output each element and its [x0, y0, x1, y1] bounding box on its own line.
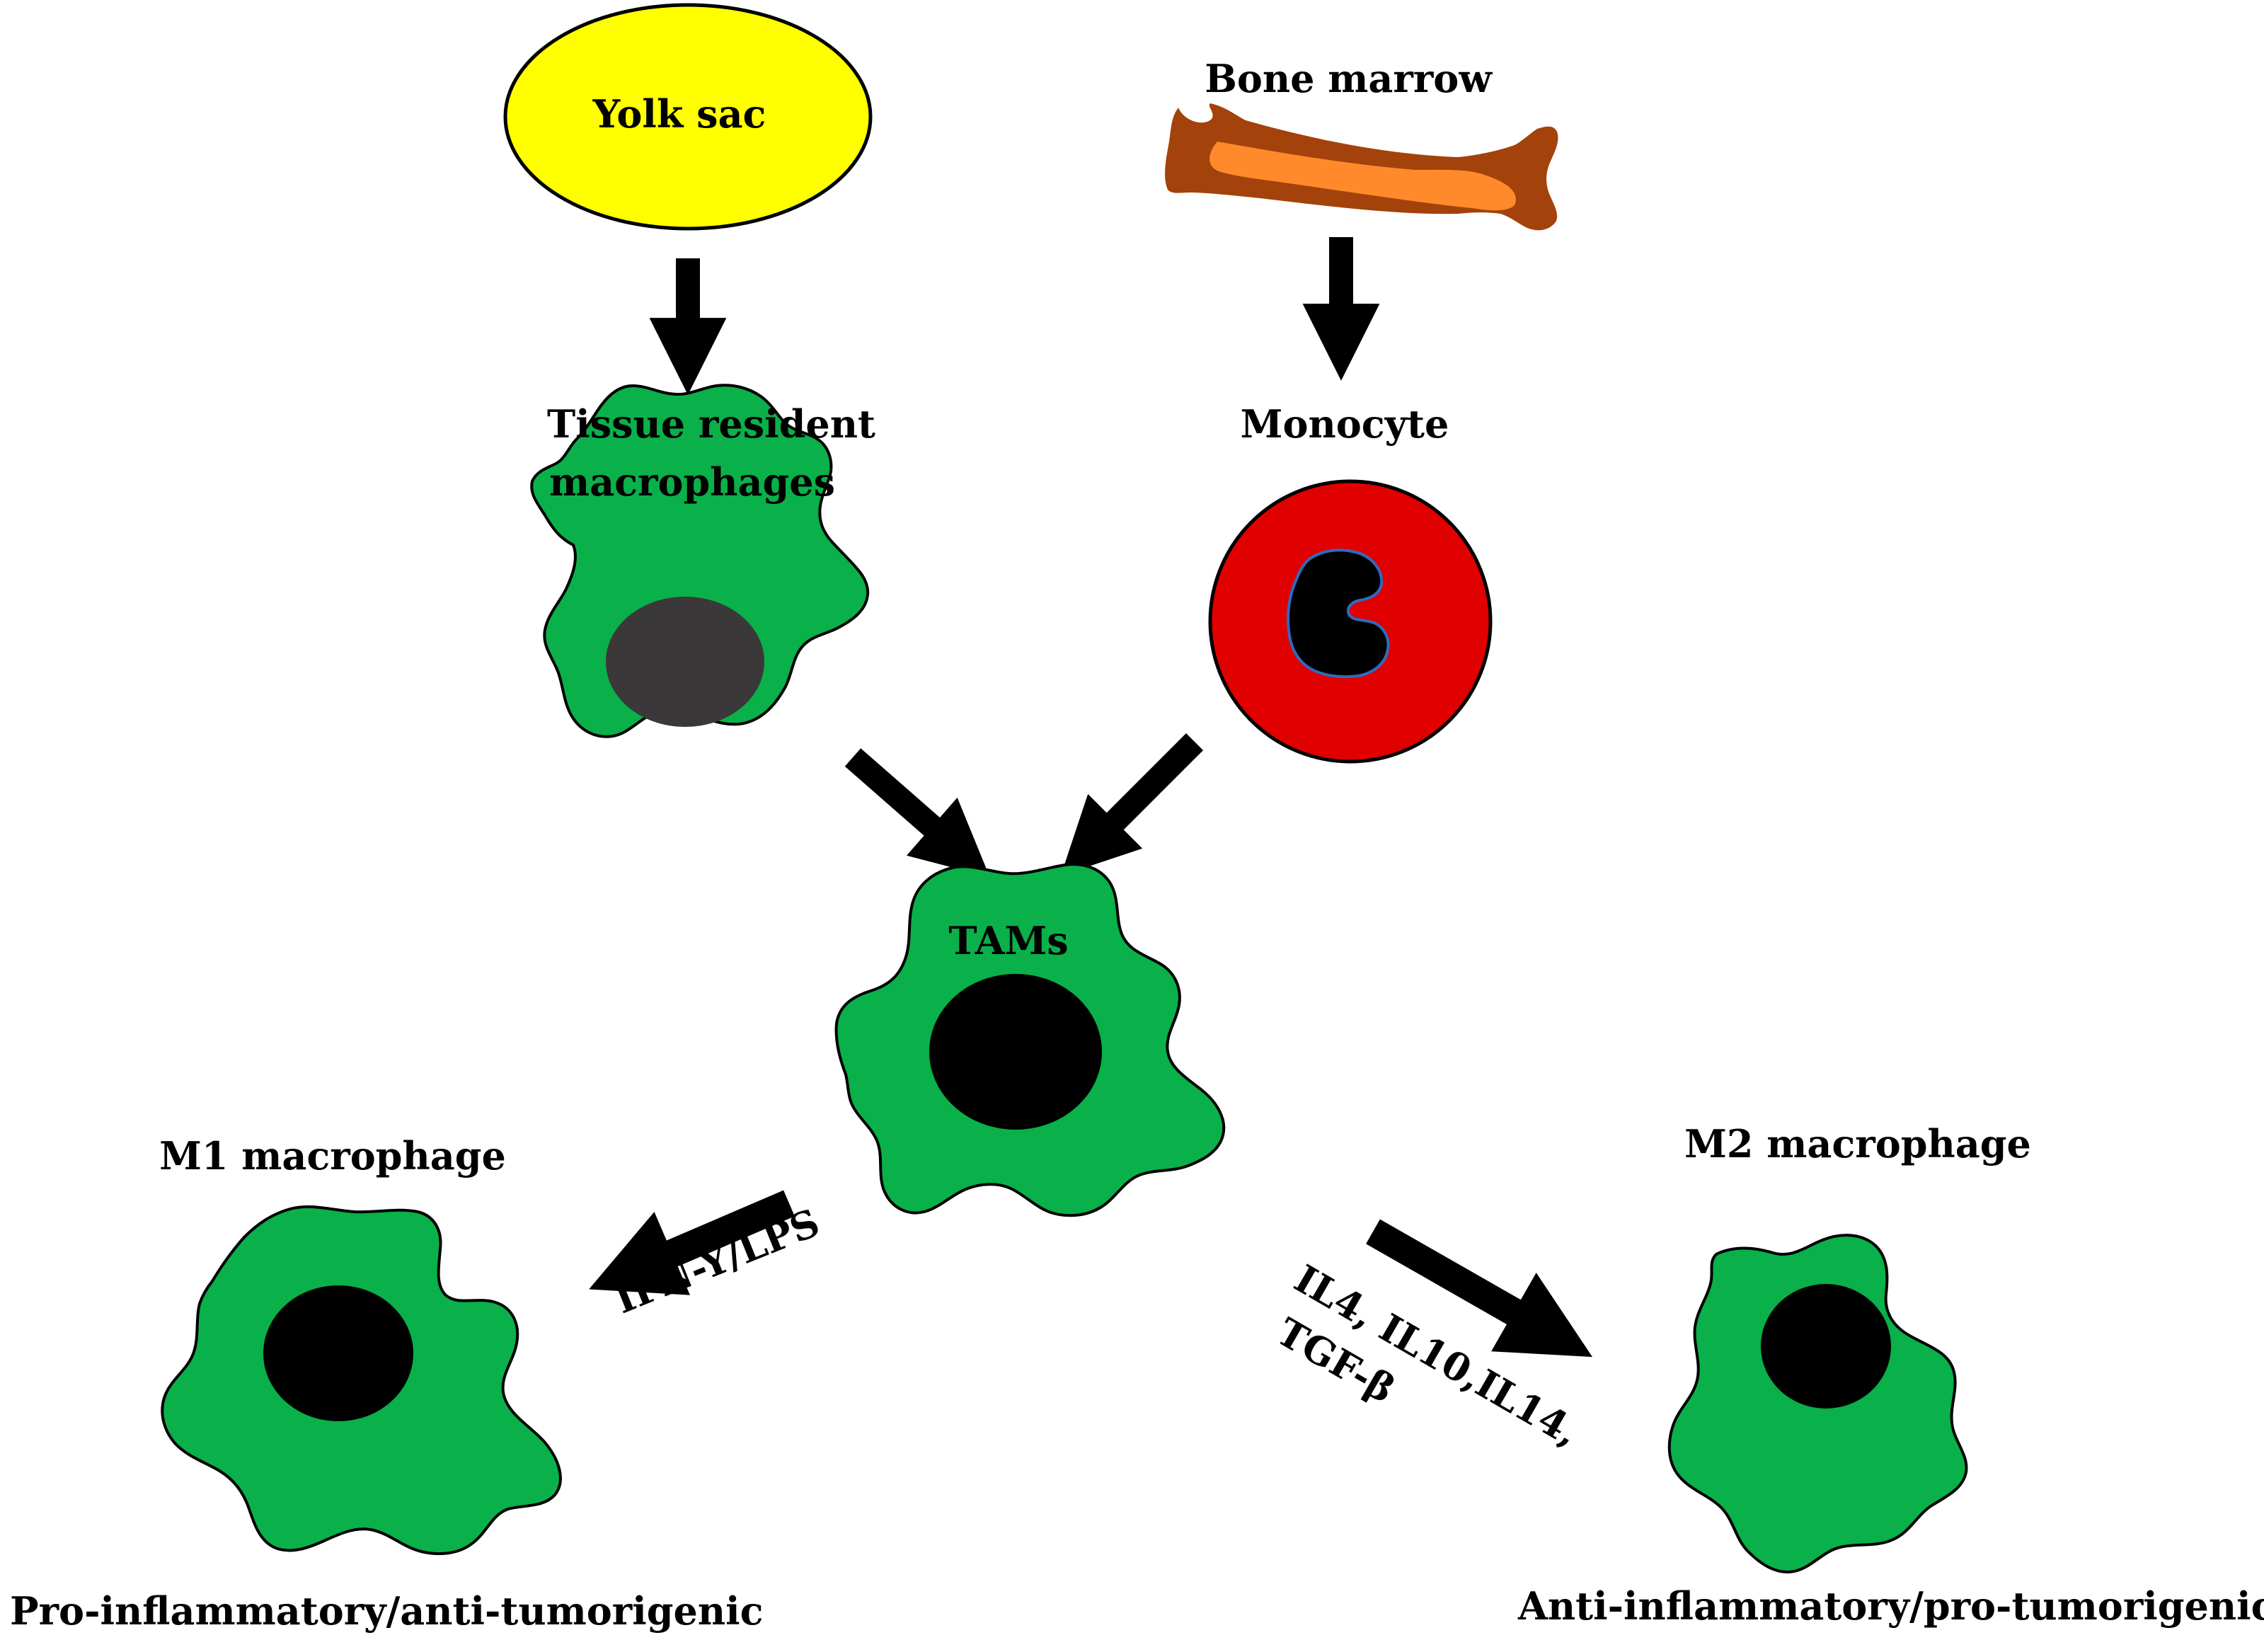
yolk-sac-icon [503, 3, 873, 231]
m1-function-label: Pro-inflammatory/anti-tumorigenic [10, 1588, 764, 1634]
tissue-nucleus-icon [606, 597, 764, 727]
bone-marrow-label: Bone marrow [1205, 56, 1492, 101]
arrow-tissue-to-tams [844, 748, 990, 878]
yolk-sac-label: Yolk sac [592, 91, 766, 137]
m2-label: M2 macrophage [1684, 1121, 2031, 1166]
tam-nucleus-icon [929, 974, 1102, 1130]
monocyte-label: Monocyte [1240, 401, 1449, 447]
arrow-tams-to-m1 [589, 1190, 795, 1295]
m2-function-label: Anti-inflammatory/pro-tumorigenic [1518, 1583, 2264, 1629]
tissue-macrophage-icon [530, 384, 870, 738]
m2-macrophage-icon [1667, 1234, 1968, 1573]
tissue-resident-label-line1: Tissue resident [547, 401, 875, 447]
tam-macrophage-icon [834, 863, 1226, 1217]
m1-macrophage-icon [161, 1205, 562, 1556]
arrow-monocyte-to-tams [1060, 733, 1204, 876]
tams-label: TAMs [948, 918, 1069, 963]
monocyte-nucleus-icon [1287, 549, 1390, 679]
monocyte-icon [1208, 479, 1493, 764]
arrow-tams-to-m2 [1366, 1219, 1593, 1358]
bone-icon [1165, 103, 1558, 231]
m2-nucleus-icon [1761, 1284, 1891, 1409]
m1-label: M1 macrophage [159, 1133, 506, 1178]
m1-nucleus-icon [263, 1285, 413, 1421]
tissue-resident-label-line2: macrophages [549, 459, 835, 505]
